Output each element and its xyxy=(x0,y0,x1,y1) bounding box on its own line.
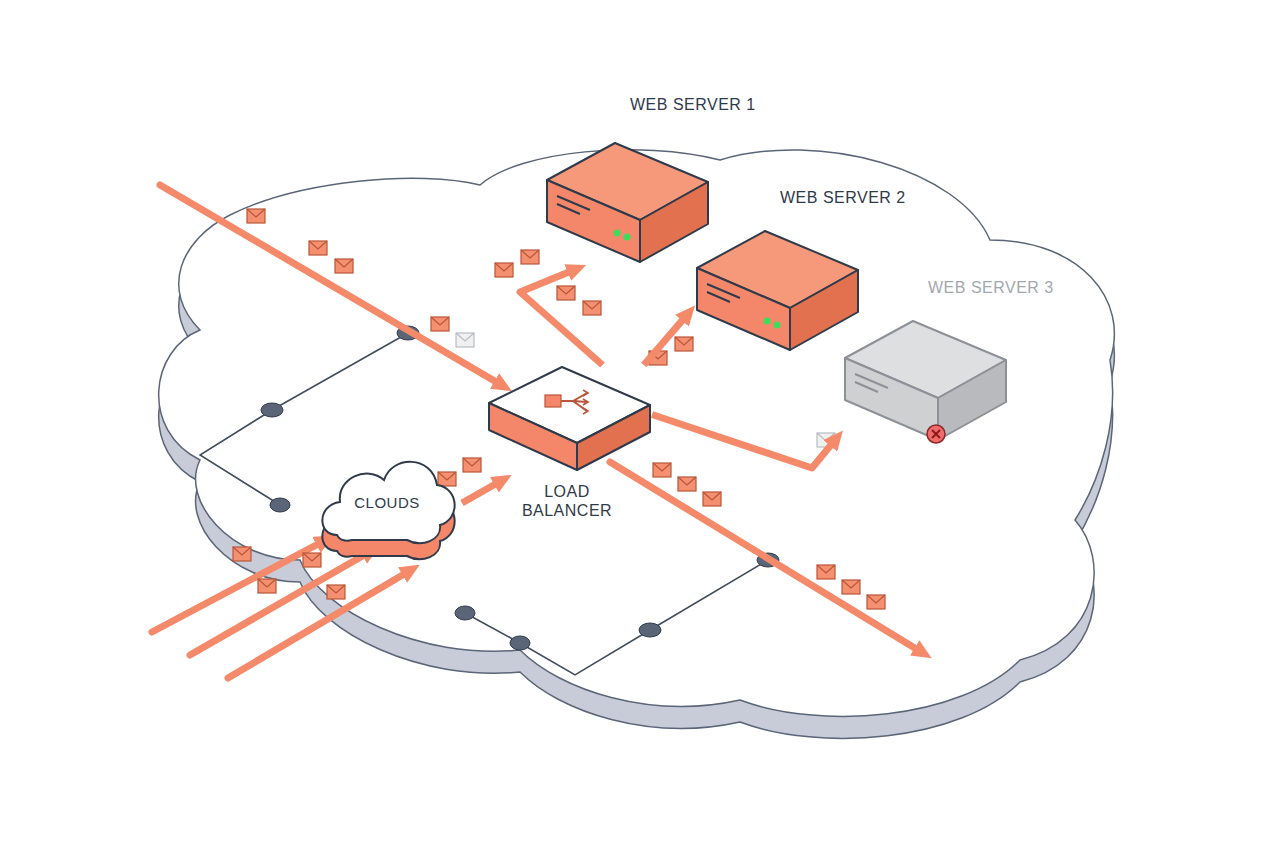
web-server: WEB SERVER 2 xyxy=(695,228,860,353)
incoming-traffic xyxy=(160,185,498,383)
web-server-down: WEB SERVER 3 xyxy=(843,318,1008,443)
node-shape xyxy=(545,140,710,265)
traffic-connector xyxy=(644,318,685,365)
client-traffic xyxy=(228,573,406,678)
node-label: WEB SERVER 2 xyxy=(780,188,906,207)
web-server: WEB SERVER 1 xyxy=(545,140,710,265)
node-label: LOAD BALANCER xyxy=(517,480,617,522)
message-envelopes xyxy=(233,209,885,609)
node-label: CLOUDS xyxy=(354,494,420,512)
platform-top xyxy=(159,150,1115,717)
load-balancer: LOAD BALANCER xyxy=(487,365,652,475)
traffic-connector xyxy=(520,271,603,365)
traffic-connector xyxy=(652,415,833,469)
node-shape xyxy=(487,365,652,475)
node-shape xyxy=(843,318,1008,443)
outgoing-traffic xyxy=(610,462,918,650)
client-traffic xyxy=(190,554,366,655)
network-dots xyxy=(261,326,779,650)
node-label: WEB SERVER 3 xyxy=(928,278,1054,297)
node-shape xyxy=(695,228,860,353)
client-traffic xyxy=(152,543,320,632)
node-label: WEB SERVER 1 xyxy=(630,95,756,114)
cloud-platform xyxy=(159,150,1115,739)
traffic-arrows xyxy=(152,185,918,678)
cloud-node: CLOUDS xyxy=(312,440,462,580)
traffic-connector xyxy=(462,483,498,503)
